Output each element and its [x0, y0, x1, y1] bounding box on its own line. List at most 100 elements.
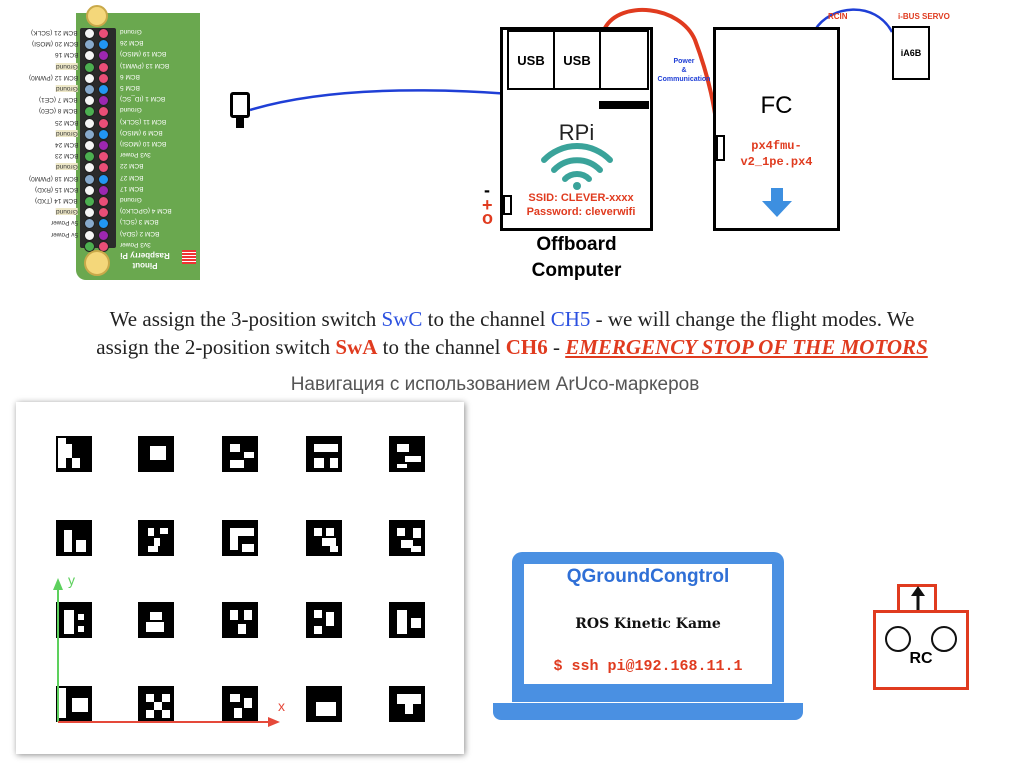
gpio-pin [98, 61, 109, 73]
gpio-pin [98, 50, 109, 62]
offboard-label-line2: Computer [531, 260, 622, 281]
aruco-marker-cell [148, 546, 158, 552]
gpio-pin [84, 151, 95, 163]
caption-ch6: CH6 [505, 335, 548, 359]
usb-port-2-label: USB [563, 52, 591, 68]
fc-direction-arrow-icon [762, 188, 792, 217]
rc-antenna-housing [897, 584, 937, 612]
aruco-marker-cell [150, 446, 166, 460]
gpio-pin [98, 140, 109, 151]
gpio-pin [98, 173, 109, 185]
aruco-marker-cell [160, 528, 168, 534]
aruco-marker-cell [146, 694, 154, 702]
gpio-pin [98, 95, 109, 107]
gpio-pin [98, 162, 109, 174]
ethernet-port [599, 30, 649, 90]
aruco-marker-cell [230, 460, 244, 468]
aruco-marker [222, 520, 258, 556]
aruco-marker-cell [316, 702, 336, 716]
usb-slot [599, 101, 649, 109]
caption-line1-a: We assign the 3-position switch [109, 307, 382, 331]
aruco-marker-cell [330, 458, 338, 468]
caption: We assign the 3-position switch SwC to t… [0, 305, 1024, 361]
aruco-marker-cell [244, 452, 254, 458]
offboard-label-line1: Offboard [536, 234, 617, 255]
gpio-pin [84, 95, 95, 107]
aruco-marker-cell [401, 540, 413, 548]
aruco-marker-cell [322, 538, 336, 546]
gpio-pin [84, 196, 95, 207]
offboard-label: Offboard Computer [500, 232, 653, 284]
gpio-pin [84, 162, 95, 174]
power-communication-label: Power & Communication [652, 57, 716, 84]
pi-logo-grid [182, 250, 196, 264]
gpio-pin [84, 140, 95, 151]
aruco-marker-cell [162, 694, 170, 702]
blue-wire-rcin [813, 8, 894, 33]
aruco-marker-cell [230, 536, 238, 550]
aruco-marker [389, 602, 425, 638]
gpio-pin [84, 28, 95, 39]
caption-line2-b: to the channel [377, 335, 506, 359]
aruco-marker-cell [76, 540, 86, 552]
aruco-marker-cell [230, 694, 240, 702]
rc-antenna-arrow-icon [911, 586, 925, 612]
aruco-marker [138, 686, 174, 722]
power-port [503, 195, 512, 215]
aruco-marker-cell [154, 538, 160, 546]
caption-ch5: CH5 [550, 307, 591, 331]
aruco-marker-cell [314, 610, 322, 618]
rc-left-stick [885, 626, 911, 652]
receiver-box: iA6B [892, 26, 930, 80]
aruco-marker [222, 686, 258, 722]
aruco-marker-cell [148, 528, 154, 536]
axis-y-label: y [68, 572, 75, 588]
aruco-marker-cell [78, 626, 84, 632]
aruco-marker-cell [150, 612, 162, 620]
aruco-marker [222, 602, 258, 638]
aruco-marker-cell [162, 710, 170, 718]
aruco-marker-cell [78, 614, 84, 620]
power-minus: - [484, 180, 490, 200]
aruco-marker [56, 602, 92, 638]
gpio-pin [98, 229, 109, 241]
qgc-title: QGroundCongtrol [566, 566, 730, 587]
caption-line1-b: to the channel [422, 307, 551, 331]
aruco-marker [138, 602, 174, 638]
aruco-marker-cell [244, 610, 252, 620]
caption-line1-c: - we will change the flight modes. We [590, 307, 915, 331]
fc-firmware-line2: v2_1pe.px4 [740, 155, 813, 169]
power-zero: o [482, 208, 493, 228]
aruco-marker-cell [58, 688, 66, 718]
aruco-marker [56, 436, 92, 472]
aruco-title: Навигация с использованием ArUco-маркеро… [290, 374, 700, 395]
gpio-pin [84, 207, 95, 219]
aruco-marker-cell [405, 704, 413, 714]
gpio-pin [98, 84, 109, 95]
aruco-marker-cell [244, 698, 252, 708]
aruco-marker-cell [230, 528, 254, 536]
gpio-pin [84, 229, 95, 241]
power-label-line2: & [681, 67, 687, 74]
caption-line2: assign the 2-position switch SwA to the … [0, 333, 1024, 361]
gpio-pin [84, 39, 95, 51]
aruco-marker-cell [146, 622, 164, 632]
wifi-password: Password: cleverwifi [526, 206, 636, 218]
usb-dongle-plug [236, 118, 244, 128]
gpio-pin [84, 184, 95, 196]
aruco-marker [138, 520, 174, 556]
gpio-pin [98, 151, 109, 163]
aruco-marker-cell [405, 456, 421, 462]
aruco-marker-cell [64, 530, 72, 552]
aruco-marker [306, 686, 342, 722]
caption-line1: We assign the 3-position switch SwC to t… [0, 305, 1024, 333]
gpio-pin [98, 128, 109, 140]
aruco-marker-cell [411, 546, 421, 552]
gpio-pin [84, 61, 95, 73]
aruco-map-card: y x [16, 402, 464, 754]
gpio-pin [98, 117, 109, 129]
gpio-pin [98, 28, 109, 39]
rc-right-stick [931, 626, 957, 652]
usb-port-1: USB [507, 30, 555, 90]
rc-transmitter-icon: RC [873, 584, 973, 692]
